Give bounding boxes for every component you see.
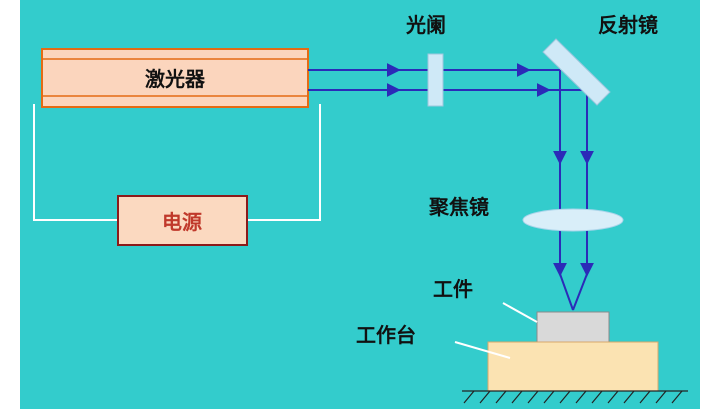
focusing-lens: 聚焦镜 <box>428 195 624 232</box>
laser-label: 激光器 <box>145 67 206 91</box>
power-wire <box>33 104 321 221</box>
aperture-label: 光阑 <box>405 13 446 37</box>
laser-unit: 激光器 <box>41 48 309 108</box>
ground-hatching <box>462 390 688 404</box>
focusing-lens-label: 聚焦镜 <box>428 195 489 219</box>
power-supply: 电源 <box>117 195 248 246</box>
workpiece-label: 工件 <box>433 277 473 301</box>
aperture: 光阑 <box>405 13 446 107</box>
mirror-label: 反射镜 <box>598 13 658 37</box>
worktable-label: 工作台 <box>356 323 416 347</box>
mirror: 反射镜 <box>542 13 658 106</box>
power-supply-label: 电源 <box>162 210 202 234</box>
workpiece: 工件 <box>433 277 610 343</box>
worktable: 工作台 <box>356 323 659 392</box>
